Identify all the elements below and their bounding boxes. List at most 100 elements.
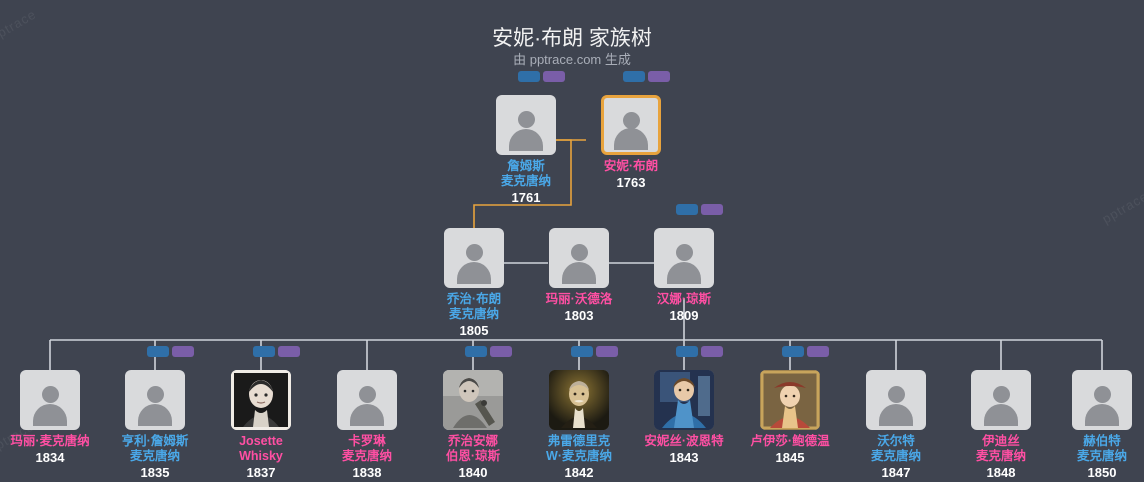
person-silhouette-icon [866,370,926,430]
person-labels: 卡罗琳 麦克唐纳 1838 [299,434,435,480]
person-year: 1842 [564,465,594,480]
person-photo[interactable] [654,228,714,288]
person-labels: 乔治·布朗 麦克唐纳 1805 [406,292,542,338]
person-silhouette-icon [125,370,185,430]
relationship-tags[interactable] [147,346,194,357]
person-photo[interactable] [971,370,1031,430]
tag-purple-icon[interactable] [701,346,723,357]
person-node[interactable]: 汉娜·琼斯 1809 [654,204,723,323]
person-photo[interactable] [654,370,714,430]
tag-purple-icon[interactable] [543,71,565,82]
person-name-line: 乔治安娜 [447,434,498,448]
person-name-line: 卢伊莎·鲍德温 [750,434,830,448]
person-labels: 弗雷德里克 W·麦克唐纳 1842 [511,434,647,480]
tag-blue-icon[interactable] [623,71,645,82]
person-photo[interactable] [549,370,609,430]
person-node[interactable]: 玛丽·麦克唐纳 1834 [10,370,90,465]
tag-purple-icon[interactable] [172,346,194,357]
person-name-line: 麦克唐纳 [1076,449,1127,463]
page-subtitle: 由 pptrace.com 生成 [513,52,631,67]
person-labels: 安妮·布朗 1763 [563,159,699,190]
person-labels: 安妮丝·波恩特 1843 [616,434,752,465]
person-photo-selected[interactable] [601,95,661,155]
relationship-tags[interactable] [782,346,829,357]
relationship-tags[interactable] [465,346,512,357]
painting-blue-woman-image [654,370,714,430]
person-name-line: 麦克唐纳 [129,449,180,463]
person-node[interactable]: 乔治安娜 伯恩·琼斯 1840 [443,346,512,480]
person-node[interactable]: 卡罗琳 麦克唐纳 1838 [337,370,397,480]
person-node[interactable]: 玛丽·沃德洛 1803 [546,228,612,323]
person-node[interactable]: 安妮·布朗 1763 [601,71,670,190]
tag-blue-icon[interactable] [253,346,275,357]
person-node[interactable]: 乔治·布朗 麦克唐纳 1805 [444,228,504,338]
relationship-tags[interactable] [676,346,723,357]
tag-purple-icon[interactable] [596,346,618,357]
tag-blue-icon[interactable] [465,346,487,357]
tag-purple-icon[interactable] [701,204,723,215]
person-photo[interactable] [496,95,556,155]
person-photo[interactable] [549,228,609,288]
person-photo[interactable] [1072,370,1132,430]
person-name-line: W·麦克唐纳 [546,449,612,463]
person-node[interactable]: 詹姆斯 麦克唐纳 1761 [496,71,565,205]
person-year: 1837 [246,465,276,480]
person-node[interactable]: 卢伊莎·鲍德温 1845 [750,346,830,465]
portrait-man-sepia-image [549,370,609,430]
person-node[interactable]: 沃尔特 麦克唐纳 1847 [866,370,926,480]
person-photo[interactable] [337,370,397,430]
person-name-line: 玛丽·沃德洛 [545,292,613,306]
relationship-tags[interactable] [253,346,300,357]
person-labels: 玛丽·沃德洛 1803 [511,292,647,323]
person-photo[interactable] [443,370,503,430]
person-name-line: 汉娜·琼斯 [656,292,712,306]
tag-blue-icon[interactable] [676,204,698,215]
person-node[interactable]: 亨利·詹姆斯 麦克唐纳 1835 [122,346,194,480]
person-labels: 汉娜·琼斯 1809 [616,292,752,323]
person-photo[interactable] [231,370,291,430]
person-labels: 詹姆斯 麦克唐纳 1761 [458,159,594,205]
relationship-tags[interactable] [676,204,723,215]
tag-blue-icon[interactable] [147,346,169,357]
person-year: 1843 [669,450,699,465]
person-labels: 玛丽·麦克唐纳 1834 [0,434,118,465]
tag-purple-icon[interactable] [648,71,670,82]
tag-blue-icon[interactable] [676,346,698,357]
tag-purple-icon[interactable] [490,346,512,357]
person-name-line: 安妮丝·波恩特 [644,434,724,448]
tag-purple-icon[interactable] [278,346,300,357]
person-year: 1847 [881,465,911,480]
tag-blue-icon[interactable] [571,346,593,357]
person-photo[interactable] [125,370,185,430]
person-year: 1805 [459,323,489,338]
person-name-line: 詹姆斯 [507,159,545,173]
person-labels: 伊迪丝 麦克唐纳 1848 [933,434,1069,480]
relationship-tags[interactable] [623,71,670,82]
person-labels: 赫伯特 麦克唐纳 1850 [1034,434,1144,480]
relationship-tags[interactable] [518,71,565,82]
person-photo[interactable] [866,370,926,430]
person-node[interactable]: 弗雷德里克 W·麦克唐纳 1842 [546,346,618,480]
person-name-line: 玛丽·麦克唐纳 [10,434,90,448]
person-year: 1803 [564,308,594,323]
person-silhouette-icon [971,370,1031,430]
person-year: 1845 [775,450,805,465]
person-node[interactable]: Josette Whisky 1837 [231,346,300,480]
relationship-tags[interactable] [571,346,618,357]
person-photo[interactable] [20,370,80,430]
person-name-line: 麦克唐纳 [341,449,392,463]
person-node[interactable]: 安妮丝·波恩特 1843 [644,346,724,465]
person-node[interactable]: 赫伯特 麦克唐纳 1850 [1072,370,1132,480]
person-name-line: 弗雷德里克 [547,434,611,448]
tag-blue-icon[interactable] [518,71,540,82]
person-node[interactable]: 伊迪丝 麦克唐纳 1848 [971,370,1031,480]
person-silhouette-icon [444,228,504,288]
person-year: 1761 [511,190,541,205]
tag-purple-icon[interactable] [807,346,829,357]
person-photo[interactable] [444,228,504,288]
tag-blue-icon[interactable] [782,346,804,357]
person-year: 1835 [140,465,170,480]
person-year: 1838 [352,465,382,480]
person-name-line: 卡罗琳 [348,434,386,448]
person-photo[interactable] [760,370,820,430]
